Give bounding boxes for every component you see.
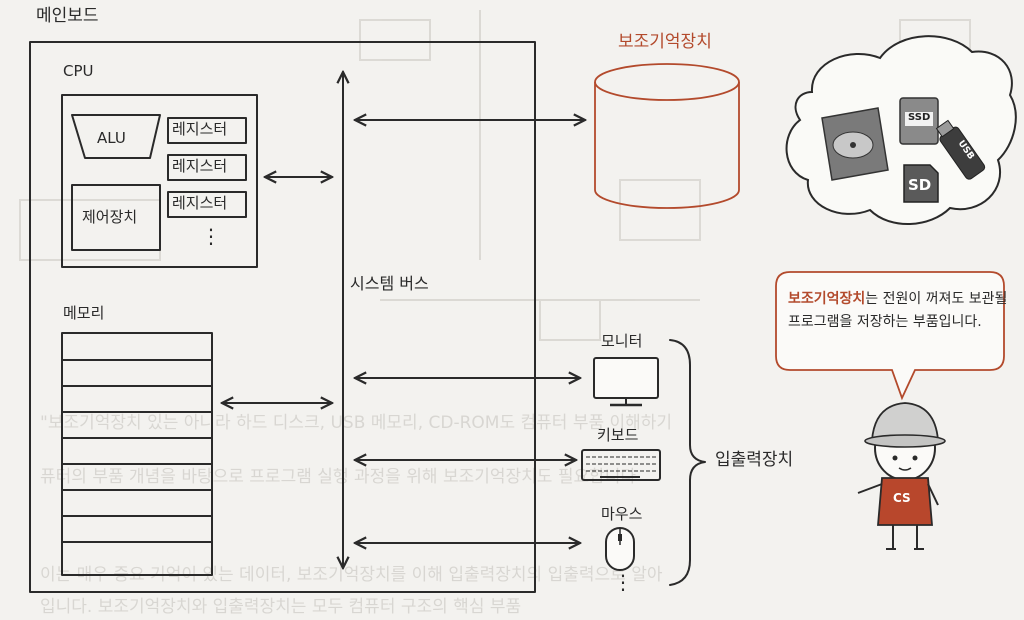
mouse-icon [605, 527, 635, 571]
secondary-storage-label: 보조기억장치 [618, 32, 712, 52]
hdd-icon [821, 107, 889, 181]
usb-icon [935, 119, 986, 180]
cpu-label: CPU [63, 62, 94, 80]
io-more-ellipsis: ⋮ [613, 570, 633, 594]
register-box-2 [167, 154, 247, 181]
memory-label: 메모리 [63, 304, 105, 322]
register-label-1: 레지스터 [172, 120, 228, 138]
speech-bubble-body: 는 전원이 꺼져도 보관될 프로그램을 저장하는 부품입니다. [788, 291, 1008, 330]
svg-text:이는 매우 중요 기억이 있는 데이터, 보조기억장치를 이: 이는 매우 중요 기억이 있는 데이터, 보조기억장치를 이해 입출력장치의 입… [40, 565, 663, 585]
system-bus-label: 시스템 버스 [350, 274, 429, 293]
monitor-icon [593, 357, 659, 407]
background-bleed: "보조기억장치 있는 아니라 하드 디스크, USB 메모리, CD-ROM도 … [19, 10, 971, 617]
cs-character [857, 402, 946, 550]
sd-label: SD [908, 176, 932, 194]
storage-cylinder [594, 63, 740, 209]
register-label-2: 레지스터 [172, 157, 228, 175]
mainboard-frame [29, 41, 536, 593]
keyboard-label: 키보드 [597, 426, 639, 444]
svg-text:퓨터의 부품 개념을 바탕으로 프로그램 실행 과정을 위해: 퓨터의 부품 개념을 바탕으로 프로그램 실행 과정을 위해 보조기억장치도 필… [40, 467, 636, 487]
alu-shape [71, 114, 161, 159]
ssd-label: SSD [908, 112, 931, 123]
keyboard-icon [581, 449, 661, 481]
mainboard-label: 메인보드 [36, 6, 99, 26]
register-label-3: 레지스터 [172, 194, 228, 212]
register-box-3 [167, 191, 247, 218]
speech-bubble [775, 271, 1005, 401]
speech-bubble-highlight: 보조기억장치 [788, 291, 866, 307]
io-group-label: 입출력장치 [715, 450, 794, 470]
alu-label: ALU [97, 129, 126, 147]
register-more-ellipsis: ⋮ [201, 224, 221, 248]
cpu-box [61, 94, 258, 268]
ssd-icon [899, 97, 939, 145]
monitor-label: 모니터 [601, 332, 643, 350]
character-shirt-label: CS [893, 491, 911, 505]
mouse-label: 마우스 [601, 505, 643, 523]
svg-text:입니다. 보조기억장치와 입출력장치는 모두 컴퓨터 구조의: 입니다. 보조기억장치와 입출력장치는 모두 컴퓨터 구조의 핵심 부품 [40, 597, 521, 617]
memory-block [61, 332, 213, 576]
control-unit-box [71, 184, 161, 251]
speech-bubble-text: 보조기억장치는 전원이 꺼져도 보관될 프로그램을 저장하는 부품입니다. [788, 288, 1018, 334]
sd-card-icon [903, 164, 939, 203]
svg-text:"보조기억장치 있는 아니라 하드 디스크, USB 메모리: "보조기억장치 있는 아니라 하드 디스크, USB 메모리, CD-ROM도 … [40, 413, 672, 433]
register-box-1 [167, 117, 247, 144]
io-brace [669, 339, 706, 586]
control-unit-label: 제어장치 [82, 208, 138, 226]
